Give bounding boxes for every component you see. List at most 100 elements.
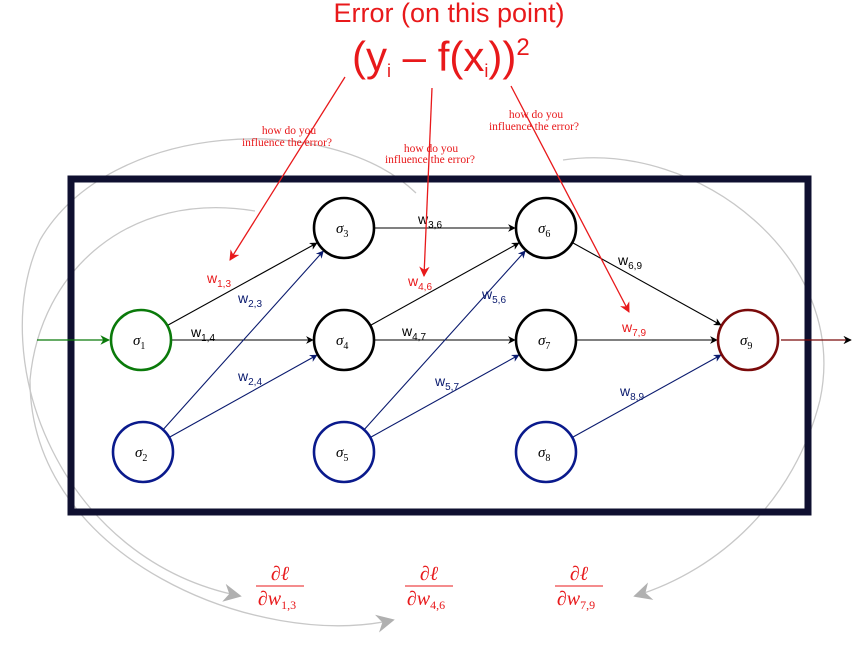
node-sigma-4: σ4 [312,308,376,372]
node-subscript: 9 [747,341,752,352]
weight-base: w [617,252,629,268]
question-3-line2: influence the error? [489,121,579,133]
node-symbol: σ [740,333,748,349]
node-circle [312,420,376,484]
edges-group [162,224,722,438]
grey-arc-right [562,157,825,600]
weight-base: w [206,270,218,286]
red-arrow-to-w79 [510,85,630,313]
derivative-denominator: ∂w1,3 [258,588,296,612]
edge-2-4 [168,354,318,438]
weight-label-6-9: w6,9 [617,252,642,272]
node-symbol: σ [336,333,344,349]
node-label: σ9 [740,333,752,352]
question-2-line1: how do you [404,143,459,155]
question-1-line2: influence the error? [242,137,332,149]
node-label: σ8 [538,445,550,464]
weight-sub: 3,6 [428,220,442,231]
edge-5-7 [369,354,520,438]
weight-sub: 7,9 [632,328,646,339]
weight-label-7-9: w7,9 [621,319,646,339]
derivative-den-sub: 1,3 [281,598,296,612]
weight-base: w [481,286,493,302]
node-circle [312,308,376,372]
question-2-line2: influence the error? [385,154,475,166]
node-symbol: σ [538,221,546,237]
node-symbol: σ [135,445,143,461]
network-frame [67,175,812,516]
weight-sub: 6,9 [628,261,642,272]
node-label: σ3 [336,221,348,240]
edge-8-9 [571,354,722,438]
weight-sub: 2,4 [248,377,262,388]
red-arrow-to-w46 [419,87,433,278]
derivative-numerator: ∂ℓ [420,563,439,585]
node-circle [111,420,175,484]
formula-close: )) [488,33,516,80]
edge-2-3 [162,250,324,431]
formula-sub-i2: i [484,61,488,81]
node-symbol: σ [538,333,546,349]
derivative-den-sub: 7,9 [580,598,595,612]
node-sigma-1: σ1 [109,308,173,372]
error-formula: (yi – f(xi))2 [352,33,530,81]
node-sigma-7: σ7 [514,308,578,372]
derivative-7-9: ∂ℓ∂w7,9 [555,563,603,612]
red-arrow-to-w13 [229,76,346,261]
node-subscript: 6 [545,229,550,240]
derivative-denominator: ∂w4,6 [407,588,445,612]
edge-1-3 [167,242,318,326]
weight-labels-group: w1,3w1,4w2,3w2,4w3,6w4,6w4,7w5,6w5,7w6,9… [190,211,646,403]
node-circle [109,308,173,372]
node-subscript: 8 [545,453,550,464]
question-1: how do you influence the error? [242,125,332,149]
weight-label-1-3: w1,3 [206,270,231,290]
node-label: σ2 [135,445,147,464]
formula-power: 2 [516,34,529,61]
derivative-den-base: ∂w [557,588,581,610]
formula-minus: – f(x [391,33,484,80]
node-sigma-3: σ3 [312,196,376,260]
grey-arc-outer-left [21,138,417,602]
node-subscript: 4 [343,341,348,352]
weight-base: w [237,368,249,384]
node-sigma-8: σ8 [514,420,578,484]
weight-sub: 1,4 [201,333,215,344]
node-circle [514,420,578,484]
derivative-denominator: ∂w7,9 [557,588,595,612]
derivatives-group: ∂ℓ∂w1,3 ∂ℓ ∂w4,6 ∂ℓ∂w7,9 [256,563,603,612]
question-3-line1: how do you [509,109,564,121]
weight-base: w [237,290,249,306]
node-label: σ7 [538,333,550,352]
weight-label-5-6: w5,6 [481,286,506,306]
weight-label-2-4: w2,4 [237,368,262,388]
weight-label-2-3: w2,3 [237,290,262,310]
derivative-den-base: ∂w [407,588,431,610]
weight-base: w [621,319,633,335]
weight-sub: 5,7 [445,382,459,393]
weight-base: w [401,323,413,339]
edge-6-9 [571,242,722,326]
edge-5-6 [363,250,526,431]
weight-label-4-6: w4,6 [407,273,432,293]
red-pointer-arrows [229,76,630,313]
node-symbol: σ [336,445,344,461]
node-sigma-2: σ2 [111,420,175,484]
weight-sub: 5,6 [492,295,506,306]
node-symbol: σ [538,445,546,461]
node-sigma-5: σ5 [312,420,376,484]
weight-sub: 2,3 [248,299,262,310]
derivative-den-base: ∂w [258,588,282,610]
weight-base: w [407,273,419,289]
node-subscript: 2 [142,453,147,464]
derivative-1-3: ∂ℓ∂w1,3 [256,563,304,612]
node-symbol: σ [336,221,344,237]
node-circle [312,196,376,260]
node-subscript: 5 [343,453,348,464]
weight-label-4-7: w4,7 [401,323,426,343]
derivative-4-6: ∂ℓ ∂w4,6 [405,563,453,612]
node-subscript: 3 [343,229,348,240]
node-label: σ1 [133,333,145,352]
weight-sub: 4,7 [412,332,426,343]
